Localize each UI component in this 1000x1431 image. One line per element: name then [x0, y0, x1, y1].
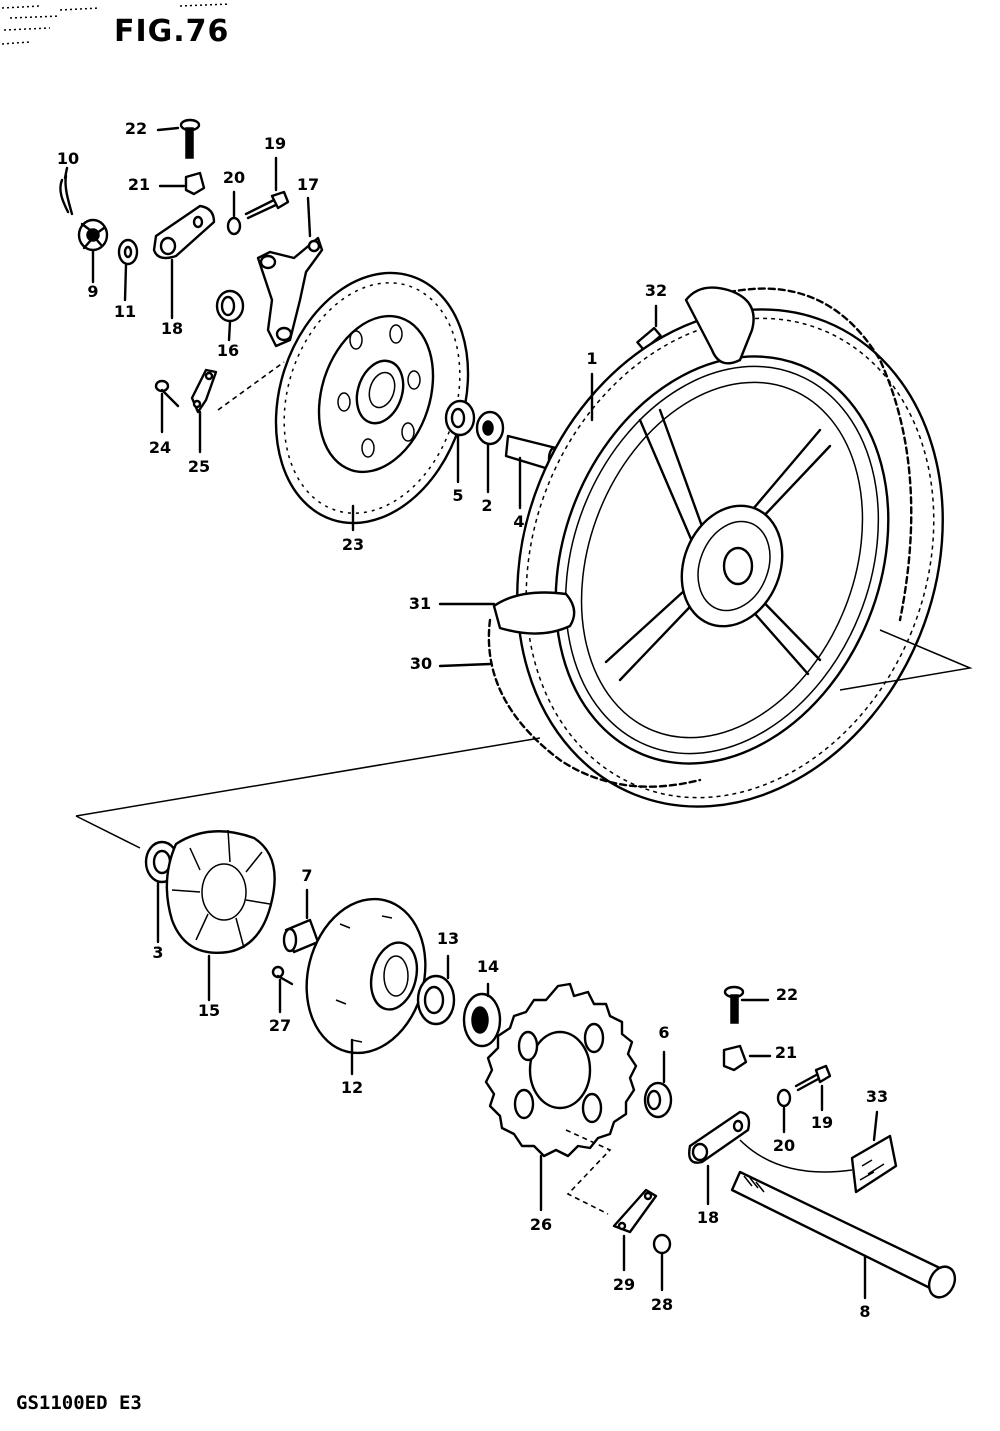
part-label-2: 2: [481, 496, 492, 515]
lock-plate-25: [190, 361, 285, 454]
clip-21-bottom: [722, 1044, 772, 1072]
part-label-5: 5: [452, 486, 463, 505]
bolt-22-top: [156, 118, 201, 159]
spacer-16: [215, 289, 245, 342]
part-label-20: 20: [773, 1136, 795, 1155]
part-label-20: 20: [223, 168, 245, 187]
bolt-19-top: [244, 156, 290, 220]
part-label-7: 7: [301, 866, 312, 885]
rear-sprocket-26: [484, 982, 638, 1215]
bearing-13: [416, 954, 456, 1026]
bolt-24: [154, 379, 180, 434]
bolt-27: [271, 965, 294, 1014]
part-label-24: 24: [149, 438, 171, 457]
sprocket-mounting-drum-12: [305, 897, 427, 1076]
clip-21-top: [158, 171, 206, 196]
part-label-29: 29: [613, 1275, 635, 1294]
part-label-6: 6: [658, 1023, 669, 1042]
part-label-3: 3: [152, 943, 163, 962]
bolt-19-bottom: [794, 1064, 832, 1112]
part-label-33: 33: [866, 1087, 888, 1106]
castle-nut-9: [77, 218, 109, 284]
bolt-22-bottom: [723, 985, 770, 1024]
part-label-19: 19: [811, 1113, 833, 1132]
part-label-14: 14: [477, 957, 499, 976]
rear-wheel-1: [516, 308, 944, 808]
part-label-27: 27: [269, 1016, 291, 1035]
part-label-28: 28: [651, 1295, 673, 1314]
nut-20-bottom: [776, 1088, 792, 1134]
brake-disc-23: [274, 271, 470, 532]
spacer-5: [444, 399, 476, 484]
spacer-6: [643, 1050, 673, 1119]
part-label-22: 22: [776, 985, 798, 1004]
part-label-31: 31: [409, 594, 431, 613]
part-label-19: 19: [264, 134, 286, 153]
rear-axle-8: [730, 1170, 957, 1300]
label-plate-33: [739, 1110, 898, 1194]
part-label-9: 9: [87, 282, 98, 301]
part-label-15: 15: [198, 1001, 220, 1020]
spacer-7: [282, 888, 320, 954]
part-label-17: 17: [297, 175, 319, 194]
part-label-12: 12: [341, 1078, 363, 1097]
part-label-13: 13: [437, 929, 459, 948]
nut-28: [652, 1233, 672, 1292]
part-label-21: 21: [775, 1043, 797, 1062]
chain-adjuster-18-top: [152, 204, 216, 320]
model-code: GS1100ED E3: [16, 1392, 142, 1414]
figure-title: FIG.76: [114, 14, 230, 49]
part-label-10: 10: [57, 149, 79, 168]
assembly-lines: [75, 629, 973, 849]
part-label-23: 23: [342, 535, 364, 554]
bearing-2: [475, 410, 505, 494]
washer-11: [117, 238, 139, 302]
part-label-18: 18: [697, 1208, 719, 1227]
part-label-8: 8: [859, 1302, 870, 1321]
part-label-30: 30: [410, 654, 432, 673]
lock-plate-29: [612, 1188, 658, 1272]
part-label-22: 22: [125, 119, 147, 138]
damper-cushion-15: [165, 829, 276, 1002]
part-label-11: 11: [114, 302, 136, 321]
cotter-pin-10: [59, 166, 74, 216]
part-label-21: 21: [128, 175, 150, 194]
nut-20-top: [226, 190, 242, 236]
oil-seal-14: [462, 982, 502, 1048]
part-label-26: 26: [530, 1215, 552, 1234]
chain-adjuster-18-bottom: [688, 1110, 751, 1206]
part-label-18: 18: [161, 319, 183, 338]
part-callouts: 1234567891011121314151617181819192020212…: [57, 119, 888, 1321]
caliper-bracket-17: [256, 196, 324, 348]
tube-31: [438, 591, 576, 635]
part-label-4: 4: [513, 512, 524, 531]
part-label-25: 25: [188, 457, 210, 476]
scan-noise: [1, 3, 231, 45]
part-label-1: 1: [586, 349, 597, 368]
part-label-16: 16: [217, 341, 239, 360]
tire-30-tread: [438, 286, 913, 788]
part-label-32: 32: [645, 281, 667, 300]
